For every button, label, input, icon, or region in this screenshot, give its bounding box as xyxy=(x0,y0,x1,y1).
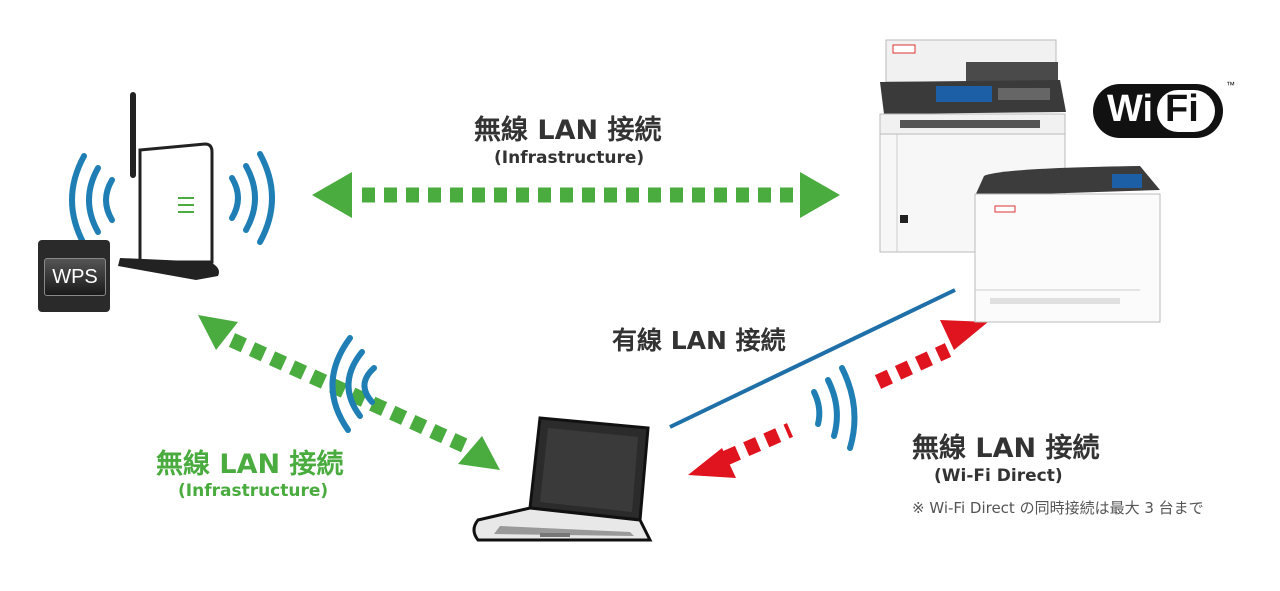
label-top-sub: (Infrastructure) xyxy=(494,148,645,168)
wps-button[interactable]: WPS xyxy=(38,240,110,312)
wifi-logo-fi: Fi xyxy=(1165,88,1199,130)
wifi-logo: Wi Fi xyxy=(1093,84,1223,138)
label-top-main: 無線 LAN 接続 xyxy=(474,115,662,146)
infrastructure-link-left xyxy=(198,315,500,470)
label-left-main: 無線 LAN 接続 xyxy=(156,449,344,480)
infrastructure-link-top xyxy=(312,172,840,218)
wifi-signal-icon xyxy=(329,335,377,433)
wifi-signal-icon xyxy=(229,151,275,245)
label-wired: 有線 LAN 接続 xyxy=(612,326,786,355)
laser-printer-icon xyxy=(974,166,1161,323)
label-right-sub: (Wi-Fi Direct) xyxy=(934,466,1063,486)
wired-link xyxy=(669,288,956,429)
wireless-router-icon xyxy=(118,92,219,280)
wifi-direct-link xyxy=(688,320,988,478)
wifi-logo-fi-box: Fi xyxy=(1157,88,1215,132)
wifi-signal-icon xyxy=(69,153,115,247)
label-right-main: 無線 LAN 接続 xyxy=(912,433,1100,464)
wifi-trademark: ™ xyxy=(1226,80,1235,90)
wifi-logo-wi: Wi xyxy=(1107,88,1154,130)
label-left-sub: (Infrastructure) xyxy=(178,481,329,501)
wifi-signal-icon xyxy=(811,365,858,451)
wps-label: WPS xyxy=(44,258,106,296)
label-note: ※ Wi-Fi Direct の同時接続は最大 3 台まで xyxy=(912,499,1204,517)
laptop-icon xyxy=(472,416,653,542)
